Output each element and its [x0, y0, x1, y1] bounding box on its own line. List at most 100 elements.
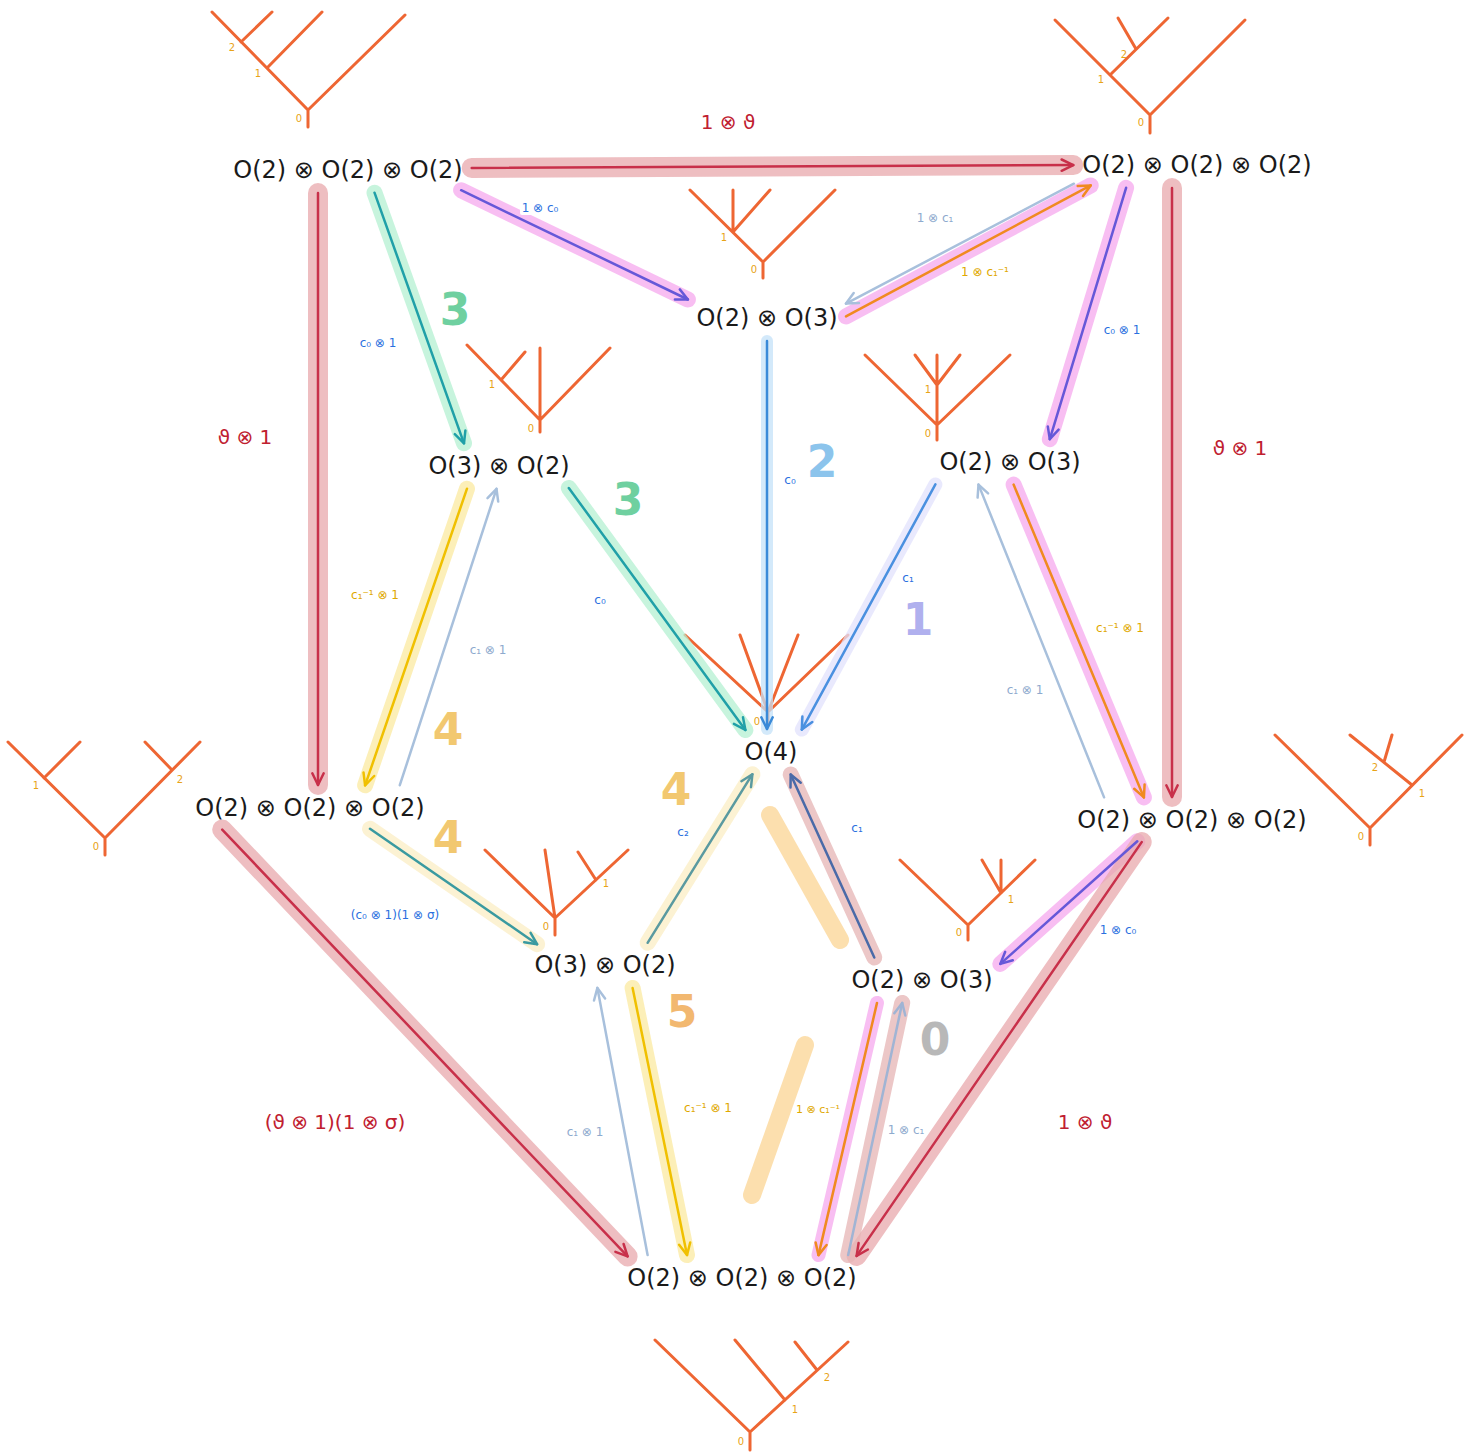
- arrow-head: [1062, 160, 1074, 171]
- arrow-shaft: [819, 1003, 878, 1255]
- morphism-arrow: [569, 488, 746, 730]
- morphism-label: c₀: [592, 593, 607, 607]
- arrow-shaft: [400, 489, 497, 785]
- callout-number: 4: [661, 765, 692, 816]
- morphism-arrow: [1166, 188, 1177, 797]
- edge-highlight: [222, 830, 627, 1257]
- object-text: O(2) ⊗ O(2) ⊗ O(2): [195, 794, 424, 822]
- morphism-label: 1 ⊗ c₀: [520, 201, 561, 215]
- morphism-label: c₂: [675, 825, 690, 839]
- morphism-arrow: [461, 190, 688, 299]
- arrow-head: [978, 485, 989, 498]
- tree-stroke: [865, 355, 1010, 440]
- vertex-index: 0: [754, 716, 760, 728]
- morphism-label: 1 ⊗ ϑ: [1056, 1110, 1115, 1134]
- morphism-label: ϑ ⊗ 1: [1211, 436, 1270, 460]
- edge-highlights: [222, 165, 1172, 1256]
- arrow-head: [488, 489, 499, 502]
- vertex-index: 0: [956, 927, 962, 939]
- arrow-head: [857, 1243, 868, 1256]
- arrow-shaft: [802, 484, 936, 729]
- object-label: O(2) ⊗ O(3): [692, 300, 841, 336]
- edge-highlight: [791, 775, 875, 958]
- vertex-index: 0: [93, 841, 99, 853]
- arrow-head: [734, 717, 746, 730]
- arrow-shaft: [365, 489, 467, 786]
- arrow-shaft: [1000, 841, 1137, 964]
- arrow-shaft: [846, 185, 1091, 316]
- arrow-head: [675, 289, 688, 299]
- vertex-index: 1: [925, 384, 931, 396]
- callout-number: 3: [613, 475, 644, 526]
- arrow-head: [524, 933, 537, 944]
- morphism-arrow: [472, 160, 1074, 171]
- morphism-label: c₁: [900, 571, 915, 585]
- callout-number: 4: [433, 813, 464, 864]
- vertex-index: 2: [177, 774, 183, 786]
- vertex-index: 1: [603, 878, 609, 890]
- arrow-shaft: [846, 184, 1074, 304]
- arrow-head: [791, 775, 801, 788]
- object-label: O(2) ⊗ O(2) ⊗ O(2): [1073, 802, 1310, 838]
- vertex-index: 0: [528, 423, 534, 435]
- object-text: O(2) ⊗ O(3): [696, 304, 837, 332]
- vertex-index: 0: [1138, 117, 1144, 129]
- vertex-index: 1: [1098, 74, 1104, 86]
- edge-highlight: [761, 341, 773, 729]
- edge-highlight: [569, 488, 746, 730]
- callout-number: 1: [903, 595, 934, 646]
- arrow-head: [594, 988, 605, 1001]
- edge-highlight: [802, 484, 936, 729]
- morphism-label: c₁⁻¹ ⊗ 1: [349, 588, 401, 602]
- object-text: O(2) ⊗ O(2) ⊗ O(2): [233, 156, 462, 184]
- arrow-head: [761, 717, 772, 729]
- arrow-head: [312, 773, 323, 785]
- object-text: O(4): [745, 738, 798, 766]
- object-text: O(2) ⊗ O(2) ⊗ O(2): [1077, 806, 1306, 834]
- object-text: O(2) ⊗ O(2) ⊗ O(2): [627, 1264, 856, 1292]
- morphism-label: 1 ⊗ c₁: [915, 211, 956, 225]
- tree-stroke: [8, 742, 200, 855]
- vertex-index: 1: [255, 68, 261, 80]
- morphism-label: 1 ⊗ ϑ: [699, 110, 758, 134]
- object-label: O(4): [741, 734, 802, 770]
- arrow-shaft: [317, 193, 320, 785]
- planar-trees: [8, 12, 1462, 1450]
- arrow-shaft: [1050, 188, 1126, 439]
- arrow-head: [846, 293, 859, 304]
- vertex-index: 1: [721, 232, 727, 244]
- morphism-label: c₁⁻¹ ⊗ 1: [1094, 621, 1146, 635]
- arrow-head: [1134, 784, 1144, 797]
- callout-number: 0: [920, 1015, 951, 1066]
- arrow-shaft: [1171, 188, 1174, 797]
- morphism-arrow: [846, 184, 1074, 304]
- morphism-arrow: [857, 842, 1142, 1256]
- object-label: O(2) ⊗ O(3): [935, 444, 1084, 480]
- vertex-index: 1: [33, 780, 39, 792]
- edge-highlight: [472, 165, 1074, 168]
- arrow-head: [1078, 185, 1091, 196]
- edge-highlight: [365, 489, 467, 786]
- object-label: O(3) ⊗ O(2): [424, 448, 573, 484]
- vertex-index: 2: [229, 42, 235, 54]
- callout-number: 5: [667, 987, 698, 1038]
- vertex-index: 0: [925, 428, 931, 440]
- morphism-arrow: [1000, 841, 1137, 964]
- edge-highlight: [846, 185, 1091, 316]
- object-text: O(2) ⊗ O(2) ⊗ O(2): [1082, 151, 1311, 179]
- object-label: O(2) ⊗ O(2) ⊗ O(2): [229, 152, 466, 188]
- vertex-index: 0: [543, 921, 549, 933]
- morphism-label: c₁⁻¹ ⊗ 1: [682, 1101, 734, 1115]
- morphism-arrow: [816, 1003, 877, 1255]
- callout-number: 4: [433, 705, 464, 756]
- edge-highlight: [1014, 485, 1144, 798]
- object-label: O(2) ⊗ O(2) ⊗ O(2): [191, 790, 428, 826]
- morphism-arrow: [846, 185, 1091, 316]
- arrow-head: [894, 1003, 905, 1016]
- morphism-arrow: [1048, 188, 1126, 439]
- morphism-label: ϑ ⊗ 1: [216, 425, 275, 449]
- arrow-head: [741, 774, 752, 787]
- morphism-arrow: [222, 830, 627, 1257]
- edge-highlight: [461, 190, 688, 299]
